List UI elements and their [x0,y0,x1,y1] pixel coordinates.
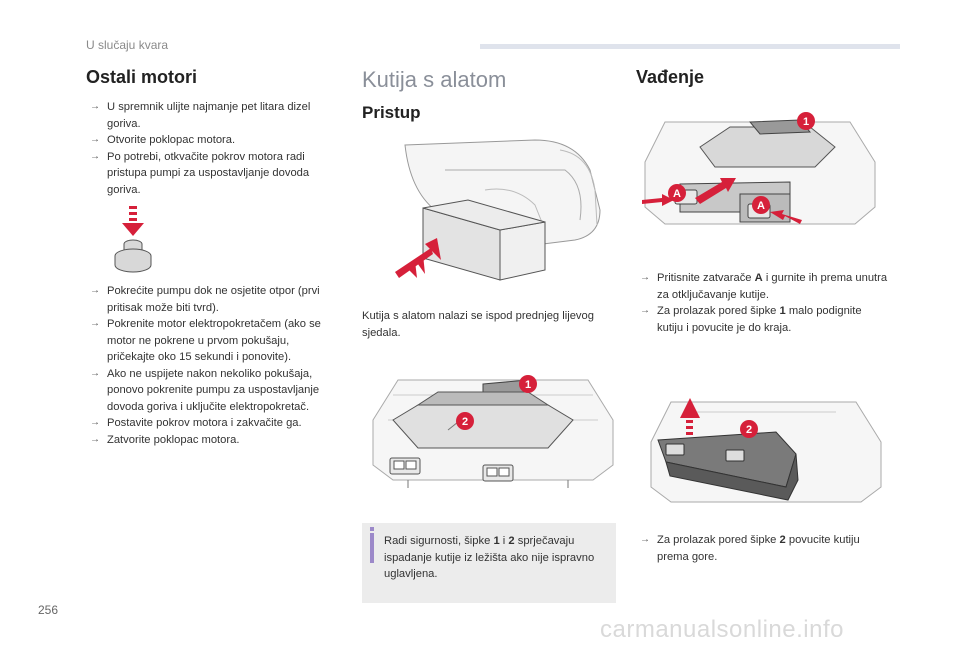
list-item: U spremnik ulijte najmanje pet litara di… [90,99,330,132]
callout-label: A [673,188,681,200]
callout-badge: 1 [797,112,815,130]
safety-note-text: Radi sigurnosti, šipke 1 i 2 sprječavaju… [384,535,595,580]
list-item: Pokrenite motor elektropokretačem (ako s… [90,316,340,366]
title-other-engines: Ostali motori [86,67,198,87]
steps-list-removal: Pritisnite zatvarače A i gurnite ih prem… [640,270,890,336]
list-item: Pokrećite pumpu dok ne osjetite otpor (p… [90,283,340,316]
callout-badge: 2 [456,412,474,430]
seat-toolbox-illustration [395,139,601,281]
list-item: Ako ne uspijete nakon nekoliko pokušaja,… [90,366,340,416]
callout-label: A [757,200,765,212]
header-bar [480,44,900,49]
steps-list-a: U spremnik ulijte najmanje pet litara di… [90,99,330,198]
page-number: 256 [38,603,59,617]
steps-list-lift: Za prolazak pored šipke 2 povucite kutij… [640,532,890,565]
steps-list-b: Pokrećite pumpu dok ne osjetite otpor (p… [90,283,340,448]
list-item: Za prolazak pored šipke 2 povucite kutij… [640,532,890,565]
callout-label: 2 [746,424,752,436]
callout-badge: A [752,196,770,214]
list-item: Postavite pokrov motora i zakvačite ga. [90,415,340,432]
callout-badge: 2 [740,420,758,438]
info-icon [370,527,374,563]
toolbox-latches-illustration [642,119,876,225]
safety-note: Radi sigurnosti, šipke 1 i 2 sprječavaju… [362,523,616,603]
title-toolbox: Kutija s alatom [362,67,507,92]
callout-label: 1 [803,116,809,128]
toolbox-location-text: Kutija s alatom nalazi se ispod prednjeg… [362,310,594,339]
toolbox-bars-illustration [372,379,614,488]
title-removal: Vađenje [636,67,705,87]
list-item: Po potrebi, otkvačite pokrov motora radi… [90,149,330,199]
callout-badge: 1 [519,375,537,393]
list-item: Za prolazak pored šipke 1 malo podignite… [640,303,890,336]
subtitle-access: Pristup [362,103,421,122]
callout-label: 2 [462,416,468,428]
list-item: Pritisnite zatvarače A i gurnite ih prem… [640,270,890,303]
toolbox-lift-illustration [650,398,882,503]
watermark: carmanualsonline.info [600,616,844,643]
list-item: Otvorite poklopac motora. [90,132,330,149]
section-header: U slučaju kvara [86,38,169,52]
callout-badge: A [668,184,686,202]
pump-illustration [114,206,152,273]
callout-label: 1 [525,379,531,391]
list-item: Zatvorite poklopac motora. [90,432,340,449]
